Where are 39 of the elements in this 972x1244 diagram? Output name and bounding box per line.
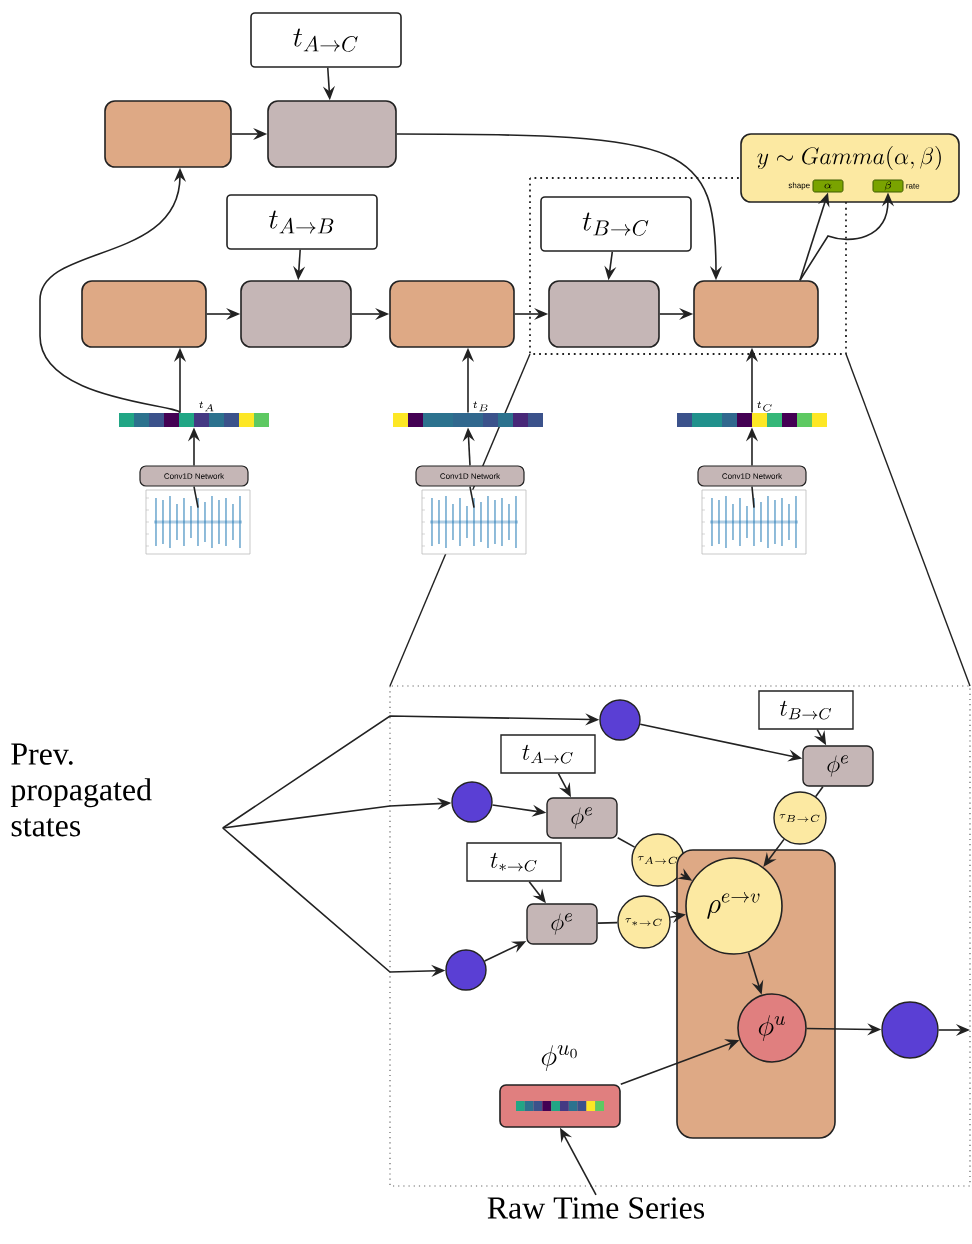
connector-line [596,921,619,924]
parameter-box: $\beta$ [872,179,904,193]
connector-line [469,485,475,509]
state-circle [451,781,493,823]
connector-line [616,836,636,848]
edge-function-box: $\phi^e$ [546,797,618,839]
connector-line [751,485,755,509]
side-label: Prev. propagated states [10,743,152,837]
signal-plot-drawing [145,489,251,555]
feature-label: $t_A$ [199,401,214,412]
transition-box [240,280,352,348]
state-circle [445,949,487,991]
transition-box [548,280,660,348]
state-box [104,100,232,168]
signal-plot-drawing [701,489,807,555]
time-label-box: $t_{*\to C}$ [466,842,562,882]
state-circle [881,1001,939,1059]
feature-label: $t_B$ [473,401,488,412]
connector-line [814,785,824,798]
edge-function-box: $\phi^e$ [526,903,598,945]
input-label: Raw Time Series [487,1197,705,1219]
time-label-box: $t_{B\to C}$ [540,196,692,252]
formula-label: $y\sim Gamma(\alpha,\beta)$ [757,146,941,170]
state-box [389,280,515,348]
box-heading: $\phi^{u_0}$ [541,1045,577,1071]
time-label-box: $t_{B\to C}$ [758,690,854,730]
feature-label: $t_C$ [757,401,772,412]
time-label-box: $t_{A\to C}$ [500,734,596,774]
state-circle [599,699,641,741]
time-label-box: $t_{A\to B}$ [226,194,378,250]
state-box [81,280,207,348]
parameter-box: $\alpha$ [812,179,844,193]
edge-function-box: $\phi^e$ [802,745,874,787]
arrow [763,838,785,867]
connector-line [193,485,199,509]
state-box [693,280,819,348]
time-label-box: $t_{A\to C}$ [250,12,402,68]
transition-box [267,100,397,168]
signal-plot-drawing [421,489,527,555]
